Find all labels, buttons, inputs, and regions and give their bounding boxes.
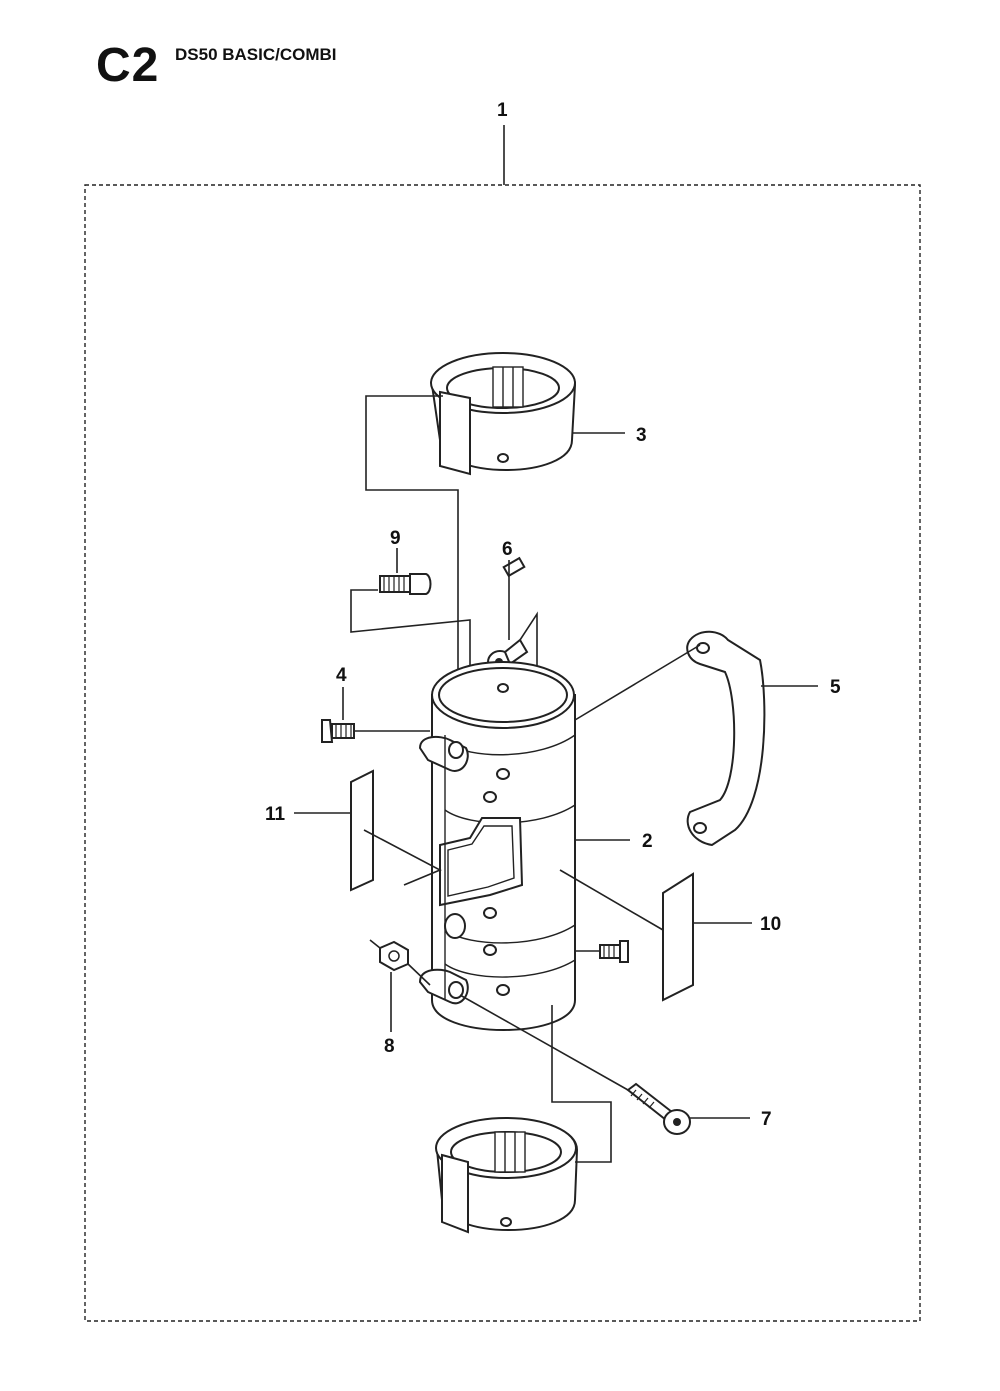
alignment-line-8 xyxy=(369,939,381,949)
model-title: DS50 BASIC/COMBI xyxy=(175,45,337,64)
part-2-tube-body xyxy=(418,661,576,1031)
page-header: C2 DS50 BASIC/COMBI xyxy=(0,0,1000,110)
callout-5: 5 xyxy=(830,677,841,698)
alignment-line-7 xyxy=(459,994,629,1091)
callout-4: 4 xyxy=(336,665,347,686)
callout-7: 7 xyxy=(761,1109,772,1130)
side-countersunk-screw xyxy=(599,940,629,963)
alignment-line-3 xyxy=(365,395,459,720)
part-9-screw xyxy=(379,573,432,595)
alignment-line-9 xyxy=(350,589,471,740)
callout-2: 2 xyxy=(642,831,653,852)
part-3-upper-sleeve xyxy=(430,352,577,476)
part-3-lower-sleeve xyxy=(435,1117,579,1234)
callout-3: 3 xyxy=(636,425,647,446)
callout-1: 1 xyxy=(497,100,508,121)
alignment-line-11 xyxy=(363,829,442,886)
alignment-line-5 xyxy=(574,644,701,721)
part-5-handle xyxy=(686,630,766,847)
part-11-label xyxy=(350,769,374,892)
callout-8: 8 xyxy=(384,1036,395,1057)
assembly-boundary xyxy=(84,184,921,1322)
part-8-hex-nut xyxy=(379,940,409,972)
part-4-countersunk-screw xyxy=(321,719,355,743)
callout-11: 11 xyxy=(265,804,286,825)
callout-6: 6 xyxy=(502,539,513,560)
callout-10: 10 xyxy=(760,914,781,935)
alignment-line-10 xyxy=(559,869,664,931)
part-7-cap-screw xyxy=(626,1082,691,1135)
alignment-line-lower-sleeve xyxy=(551,1005,612,1163)
part-10-label xyxy=(662,872,694,1002)
alignment-line-8b xyxy=(407,963,431,986)
part-6-cap-screw xyxy=(487,556,529,674)
page-code: C2 xyxy=(96,39,160,92)
callout-9: 9 xyxy=(390,528,401,549)
